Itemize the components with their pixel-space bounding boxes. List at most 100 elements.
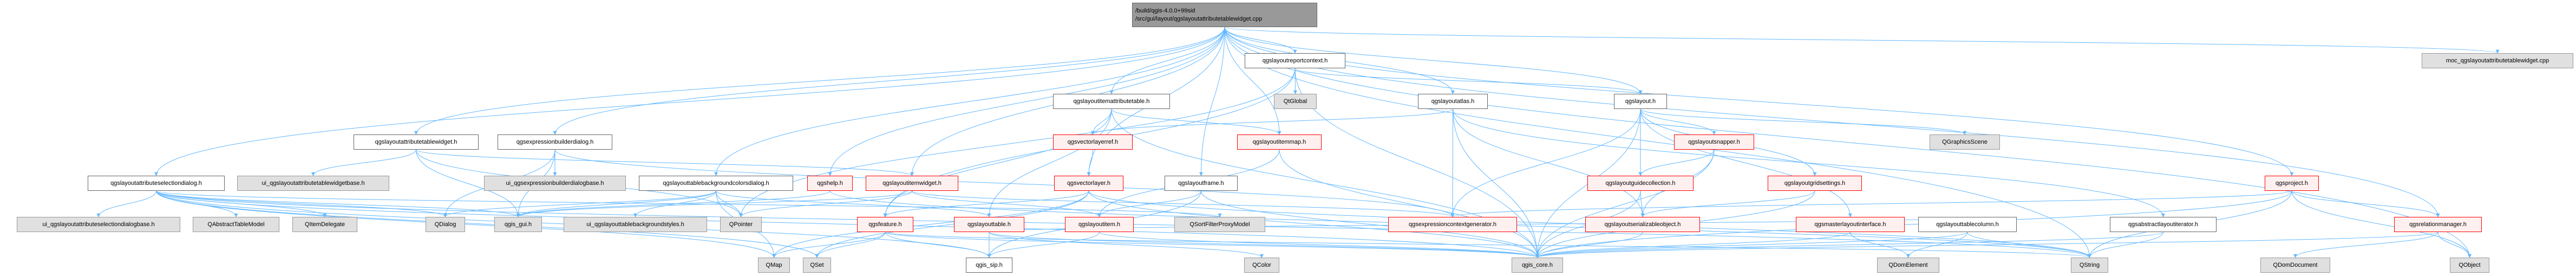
node-atlas[interactable]: qgslayoutatlas.h	[1418, 94, 1488, 109]
node-label: ui_qgsexpressionbuilderdialogbase.h	[506, 180, 604, 187]
node-qgis-core[interactable]: qgis_core.h	[1512, 258, 1563, 273]
edge-root-to-frame	[1199, 27, 1225, 176]
node-ui-exprbuilder[interactable]: ui_qgsexpressionbuilderdialogbase.h	[484, 176, 626, 191]
edge-project-to-exprctxgen	[1450, 190, 2292, 217]
edge-layout-to-exprctxgen	[1450, 108, 1641, 217]
node-ui-bgstyles[interactable]: ui_qgslayouttablebackgroundstyles.h	[564, 217, 707, 232]
node-layout[interactable]: qgslayout.h	[1614, 94, 1667, 109]
node-tablecolumn[interactable]: qgslayouttablecolumn.h	[1918, 217, 2017, 232]
node-qdomelement[interactable]: QDomElement	[1877, 258, 1939, 273]
node-help[interactable]: qgshelp.h	[807, 176, 853, 191]
node-qpointer[interactable]: QPointer	[720, 217, 762, 232]
node-vectorlayerref[interactable]: qgsvectorlayerref.h	[1053, 134, 1133, 150]
node-snapper[interactable]: qgslayoutsnapper.h	[1674, 134, 1754, 150]
node-label: qgshelp.h	[817, 180, 843, 187]
node-label: qgslayoutitemattributetable.h	[1073, 98, 1150, 105]
node-qdialog[interactable]: QDialog	[426, 217, 465, 232]
edge-root-to-moc	[1224, 27, 2499, 54]
node-label: qgslayoutattributetablewidget.h	[375, 139, 457, 145]
node-qobject[interactable]: QObject	[2450, 258, 2489, 273]
edge-attrtablewidget-to-itemwidget	[416, 149, 914, 176]
node-relationmanager[interactable]: qgsrelationmanager.h	[2394, 217, 2482, 232]
node-project[interactable]: qgsproject.h	[2265, 176, 2319, 191]
node-exprctxgen[interactable]: qgsexpressioncontextgenerator.h	[1388, 217, 1517, 232]
node-vectorlayer[interactable]: qgsvectorlayer.h	[1054, 176, 1123, 191]
node-serializable[interactable]: qgslayoutserializableobject.h	[1585, 217, 1700, 232]
edge-attrseldialog-to-qdialog	[156, 190, 447, 217]
node-label: qgsexpressioncontextgenerator.h	[1408, 221, 1497, 228]
node-reportcontext[interactable]: qgslayoutreportcontext.h	[1245, 53, 1345, 68]
node-graphicsscene[interactable]: QGraphicsScene	[1930, 134, 2000, 150]
node-qgis-sip[interactable]: qgis_sip.h	[966, 258, 1012, 273]
node-abstracttablemodel[interactable]: QAbstractTableModel	[193, 217, 279, 232]
node-itemwidget[interactable]: qgslayoutitemwidget.h	[866, 176, 958, 191]
edge-bgcolorsdialog-to-layouttable	[716, 190, 991, 217]
node-qtglobal[interactable]: QtGlobal	[1274, 94, 1317, 109]
edge-feature-to-qgis_core	[885, 232, 1539, 258]
node-moc[interactable]: moc_qgslayoutattributetablewidget.cpp	[2422, 53, 2573, 68]
edge-exprbuilder-to-exprctxgen	[554, 149, 1455, 217]
node-itemattributetable[interactable]: qgslayoutitemattributetable.h	[1053, 94, 1170, 109]
node-ui-attrtablewidget[interactable]: ui_qgslayoutattributetablewidgetbase.h	[237, 176, 389, 191]
edge-reportcontext-to-layout	[1294, 68, 1643, 94]
node-sortfilter[interactable]: QSortFilterProxyModel	[1174, 217, 1265, 232]
edge-attrseldialog-to-sortfilter	[156, 190, 1221, 217]
node-label: qgsexpressionbuilderdialog.h	[516, 139, 594, 145]
edge-masterlayout-to-qdomelement	[1850, 232, 1910, 258]
node-label: qgsvectorlayer.h	[1067, 180, 1111, 187]
node-qmap[interactable]: QMap	[758, 258, 790, 273]
node-label: qgslayoutsnapper.h	[1688, 139, 1740, 145]
node-feature[interactable]: qgsfeature.h	[857, 217, 913, 232]
node-qgis-gui[interactable]: qgis_gui.h	[494, 217, 542, 232]
node-label: QDomDocument	[2273, 262, 2318, 268]
edge-frame-to-layoutitem	[1097, 190, 1201, 217]
node-masterlayout[interactable]: qgsmasterlayoutinterface.h	[1796, 217, 1905, 232]
edge-layouttable-to-qcolor	[989, 232, 1264, 258]
edge-layout-to-graphicsscene	[1640, 108, 1967, 135]
node-qstring[interactable]: QString	[2071, 258, 2108, 273]
edge-itemwidget-to-qgis_gui	[516, 190, 912, 217]
node-itemdelegate[interactable]: QItemDelegate	[292, 217, 357, 232]
node-label: qgslayouttable.h	[967, 221, 1011, 228]
node-label: QItemDelegate	[305, 221, 345, 228]
edge-root-to-project	[1224, 27, 2294, 176]
node-label: QDialog	[434, 221, 456, 228]
node-ui-attrsel[interactable]: ui_qgslayoutattributeselectiondialogbase…	[17, 217, 180, 232]
edge-vectorlayer-to-qset	[815, 190, 1089, 258]
node-guidecollection[interactable]: qgslayoutguidecollection.h	[1587, 176, 1694, 191]
node-qcolor[interactable]: QColor	[1244, 258, 1279, 273]
edge-project-to-relationmanager	[2291, 190, 2440, 217]
node-label: qgslayoutreportcontext.h	[1262, 57, 1328, 64]
root-path-line1: /build/qgis-4.0.0+99sid	[1135, 7, 1195, 14]
node-gridsettings[interactable]: qgslayoutgridsettings.h	[1768, 176, 1862, 191]
edge-tablecolumn-to-qgis_core	[1535, 232, 1968, 258]
edge-itemattributetable-to-itemmap	[1111, 108, 1282, 135]
root-file-node[interactable]: /build/qgis-4.0.0+99sid /src/gui/layout/…	[1132, 3, 1317, 27]
node-exprbuilder[interactable]: qgsexpressionbuilderdialog.h	[498, 134, 612, 150]
node-label: QMap	[766, 262, 782, 268]
edge-abstractiterator-to-qstring	[2088, 232, 2163, 258]
node-label: qgslayoutserializableobject.h	[1604, 221, 1681, 228]
node-itemmap[interactable]: qgslayoutitemmap.h	[1237, 134, 1322, 150]
edge-feature-to-qset	[815, 232, 886, 258]
node-bgcolorsdialog[interactable]: qgslayouttablebackgroundcolorsdialog.h	[639, 176, 793, 191]
edge-attrseldialog-to-qgis_core	[156, 190, 1539, 258]
node-layouttable[interactable]: qgslayouttable.h	[954, 217, 1024, 232]
node-qdomdocument[interactable]: QDomDocument	[2260, 258, 2330, 273]
node-frame[interactable]: qgslayoutframe.h	[1165, 176, 1238, 191]
node-attrseldialog[interactable]: qgslayoutattributeselectiondialog.h	[88, 176, 225, 191]
node-abstractiterator[interactable]: qgsabstractlayoutiterator.h	[2110, 217, 2217, 232]
edge-root-to-qobject	[1224, 27, 2472, 258]
edge-itemwidget-to-exprctxgen	[912, 190, 1455, 217]
node-attrtablewidget[interactable]: qgslayoutattributetablewidget.h	[354, 134, 479, 150]
edge-vectorlayer-to-qmap	[772, 190, 1089, 258]
node-qset[interactable]: QSet	[803, 258, 831, 273]
edge-attrtablewidget-to-qgis_gui	[416, 149, 520, 217]
edge-feature-to-qmap	[772, 232, 886, 258]
node-label: QColor	[1252, 262, 1271, 268]
edge-layoutitem-to-qgis_sip	[987, 232, 1100, 258]
edge-attrseldialog-to-qset	[156, 190, 819, 258]
node-layoutitem[interactable]: qgslayoutitem.h	[1065, 217, 1134, 232]
edge-relationmanager-to-qgis_core	[1535, 232, 2438, 258]
edge-atlas-to-vectorlayerref	[1091, 108, 1453, 135]
